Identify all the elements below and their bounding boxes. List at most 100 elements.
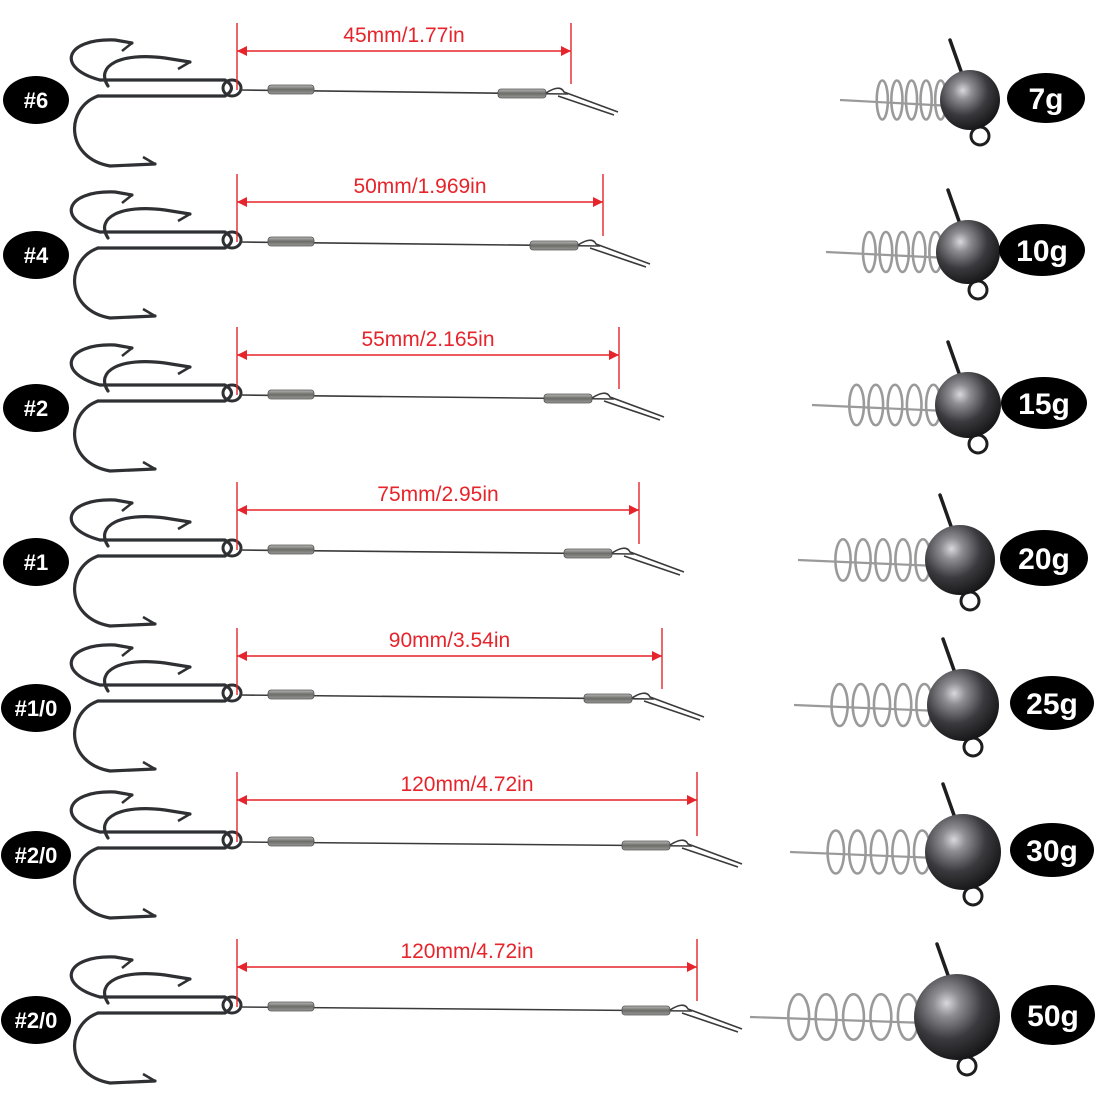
arrowhead bbox=[609, 350, 619, 360]
rig-row: #2 55mm/2.165in 15g bbox=[3, 327, 1087, 473]
spring-coil bbox=[878, 230, 894, 274]
weight-badge bbox=[1001, 377, 1087, 429]
crimp-sleeve bbox=[267, 84, 315, 95]
arrowhead bbox=[237, 505, 247, 515]
spring-coil bbox=[890, 79, 904, 121]
arrowhead bbox=[687, 962, 697, 972]
arrowhead bbox=[237, 350, 247, 360]
weight-badge bbox=[1000, 530, 1088, 586]
spring-coil bbox=[814, 992, 838, 1042]
treble-hook-icon bbox=[69, 343, 243, 473]
arrowhead bbox=[593, 197, 603, 207]
weight-pin bbox=[938, 493, 954, 531]
treble-hook-icon bbox=[69, 643, 243, 773]
weight-badge bbox=[999, 224, 1085, 276]
weight-head bbox=[925, 525, 995, 595]
spring-wire bbox=[789, 850, 938, 860]
weight-pin bbox=[941, 637, 957, 675]
weight-pin bbox=[946, 340, 962, 378]
spring-wire bbox=[811, 403, 948, 413]
hook-size-label: #6 bbox=[24, 88, 48, 113]
spring-coil bbox=[872, 682, 892, 728]
spring-coil bbox=[786, 992, 811, 1042]
arrowhead bbox=[687, 795, 697, 805]
spring-wire bbox=[825, 250, 949, 260]
crimp-sleeve bbox=[621, 1005, 671, 1016]
rig-row: #6 45mm/1.77in 7g bbox=[3, 23, 1085, 168]
crimp-sleeve bbox=[267, 544, 315, 555]
arrowhead bbox=[237, 46, 247, 56]
snap-loop bbox=[669, 839, 743, 868]
spring-coil bbox=[911, 230, 927, 274]
hook-size-badge bbox=[3, 384, 69, 432]
hook-size-badge bbox=[3, 231, 69, 279]
weight-label: 7g bbox=[1028, 83, 1063, 116]
spring-coil bbox=[834, 537, 852, 583]
crimp-sleeve bbox=[267, 1001, 315, 1012]
hook-size-badge bbox=[3, 76, 69, 124]
length-label: 90mm/3.54in bbox=[389, 629, 510, 652]
treble-hook-icon bbox=[69, 955, 243, 1085]
crimp-sleeve bbox=[563, 548, 613, 559]
hook-size-badge bbox=[1, 684, 71, 732]
spring-coil bbox=[905, 383, 923, 427]
snap-loop bbox=[631, 692, 705, 721]
arrowhead bbox=[237, 962, 247, 972]
arrowhead bbox=[237, 197, 247, 207]
spring-wire bbox=[793, 703, 940, 713]
weight-head bbox=[925, 814, 1001, 890]
wire bbox=[239, 841, 693, 847]
weight-label: 20g bbox=[1018, 543, 1070, 576]
spring-wire bbox=[839, 98, 953, 108]
crimp-sleeve bbox=[267, 836, 315, 847]
length-label: 75mm/2.95in bbox=[377, 483, 498, 506]
treble-hook-icon bbox=[69, 38, 243, 168]
hook-size-label: #1/0 bbox=[15, 696, 58, 721]
spring-coil bbox=[841, 992, 866, 1042]
arrowhead bbox=[561, 46, 571, 56]
spring-coil bbox=[893, 682, 913, 728]
spring-coil bbox=[874, 537, 892, 583]
crimp-sleeve bbox=[267, 389, 315, 400]
weight-badge bbox=[1010, 676, 1094, 730]
length-label: 120mm/4.72in bbox=[400, 773, 533, 796]
weight-pin bbox=[935, 942, 951, 980]
spring-coil bbox=[826, 829, 846, 875]
snap-loop bbox=[669, 1004, 743, 1033]
spring-coil bbox=[875, 79, 890, 121]
weight-head bbox=[935, 372, 1001, 438]
spring-coil bbox=[894, 230, 911, 274]
length-label: 45mm/1.77in bbox=[343, 24, 464, 47]
crimp-sleeve bbox=[267, 689, 315, 700]
spring-coil bbox=[904, 79, 919, 121]
snap-loop bbox=[611, 547, 685, 576]
crimp-sleeve bbox=[583, 693, 633, 704]
spring-coil bbox=[869, 992, 893, 1042]
spring-wire bbox=[749, 1015, 927, 1025]
spring-coil bbox=[847, 829, 867, 875]
spring-coil bbox=[851, 682, 871, 728]
crimp-sleeve bbox=[543, 393, 593, 404]
weight-badge bbox=[1010, 823, 1094, 877]
snap-loop bbox=[577, 239, 651, 268]
spring-coil bbox=[867, 383, 885, 427]
weight-head bbox=[936, 220, 1000, 284]
length-label: 55mm/2.165in bbox=[361, 328, 494, 351]
spring-coil bbox=[854, 537, 872, 583]
crimp-sleeve bbox=[267, 236, 315, 247]
hook-size-label: #2 bbox=[24, 396, 48, 421]
hook-size-badge bbox=[3, 538, 69, 586]
crimp-sleeve bbox=[621, 840, 671, 851]
spring-coil bbox=[830, 682, 849, 728]
hook-size-badge bbox=[1, 831, 71, 879]
weight-label: 15g bbox=[1018, 388, 1070, 421]
hook-size-label: #4 bbox=[24, 243, 49, 268]
spring-coil bbox=[894, 537, 912, 583]
hook-size-badge bbox=[1, 996, 71, 1044]
wire bbox=[239, 1006, 693, 1012]
length-label: 50mm/1.969in bbox=[353, 175, 486, 198]
